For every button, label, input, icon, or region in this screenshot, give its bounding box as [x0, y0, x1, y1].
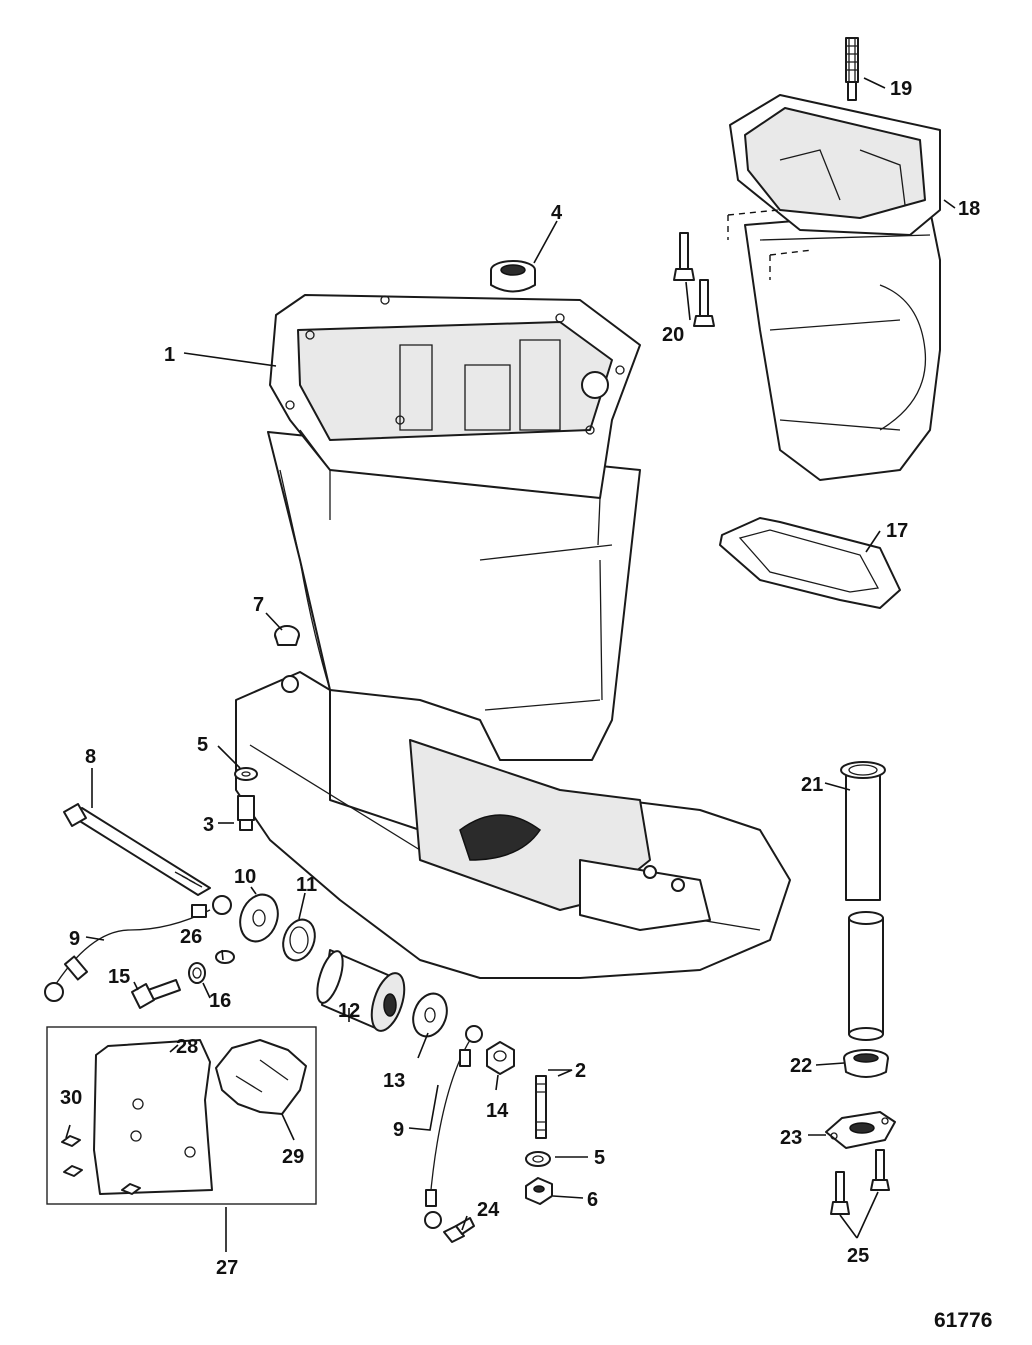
callout-11: 11 [296, 874, 317, 896]
callout-19: 19 [890, 78, 912, 100]
callout-28: 28 [176, 1036, 198, 1058]
callout-18: 18 [958, 198, 980, 220]
screws-part-30 [61, 1135, 141, 1195]
nut-part-6 [525, 1177, 553, 1205]
callout-14: 14 [486, 1100, 509, 1122]
callout-29: 29 [282, 1146, 304, 1168]
screw-part-15 [131, 979, 181, 1009]
bracket-part-29 [215, 1039, 307, 1115]
callout-labels: 1 2 3 4 5 5 6 7 8 9 9 10 11 12 13 14 15 … [60, 78, 992, 1332]
callout-23: 23 [780, 1127, 802, 1149]
water-screen [845, 37, 859, 101]
callout-27: 27 [216, 1257, 238, 1279]
callout-26: 26 [180, 926, 202, 948]
callout-25: 25 [847, 1245, 869, 1267]
callout-17: 17 [886, 520, 908, 542]
leader-lines [65, 77, 956, 1252]
seal-part-22 [843, 1049, 889, 1078]
callout-22: 22 [790, 1055, 812, 1077]
washers [188, 893, 448, 1038]
callout-15: 15 [108, 966, 130, 988]
washer-and-bolt [234, 767, 258, 831]
callout-10: 10 [234, 866, 256, 888]
screws-part-25 [830, 1149, 890, 1215]
water-tube [840, 761, 886, 1041]
ground-strap-lower [424, 1025, 483, 1229]
callout-9-upper: 9 [69, 928, 80, 950]
screw-part-24 [443, 1217, 475, 1243]
callout-5-upper: 5 [197, 734, 208, 756]
nut-part-14 [486, 1041, 515, 1075]
callout-12: 12 [338, 1000, 360, 1022]
flange-part-23 [825, 1111, 896, 1149]
grommet-part-4 [490, 260, 536, 293]
callout-1: 1 [164, 344, 175, 366]
ground-strap-upper [44, 895, 232, 1002]
driveshaft-housing [235, 294, 791, 979]
callout-2: 2 [575, 1060, 586, 1082]
callout-21: 21 [801, 774, 823, 796]
callout-30: 30 [60, 1087, 82, 1109]
block-part-28 [93, 1039, 213, 1195]
callout-20: 20 [662, 324, 684, 346]
callout-7: 7 [253, 594, 264, 616]
gasket [719, 517, 901, 609]
callout-4: 4 [551, 202, 563, 224]
plug-part-7 [274, 625, 300, 646]
mount-part-12 [316, 949, 406, 1032]
callout-3: 3 [203, 814, 214, 836]
callout-9-lower: 9 [393, 1119, 404, 1141]
adapter-plate-housing [727, 94, 941, 481]
callout-24: 24 [477, 1199, 500, 1221]
callout-13: 13 [383, 1070, 405, 1092]
stud-part-2 [535, 1075, 547, 1139]
washer-part-5-lower [525, 1151, 551, 1167]
callout-5-lower: 5 [594, 1147, 605, 1169]
callout-6: 6 [587, 1189, 598, 1211]
callout-16: 16 [209, 990, 231, 1012]
figure-number: 61776 [934, 1309, 992, 1332]
screws-part-20 [673, 232, 715, 327]
stud-part-8 [63, 803, 211, 896]
kit-box-part-27 [46, 1026, 317, 1205]
callout-8: 8 [85, 746, 96, 768]
